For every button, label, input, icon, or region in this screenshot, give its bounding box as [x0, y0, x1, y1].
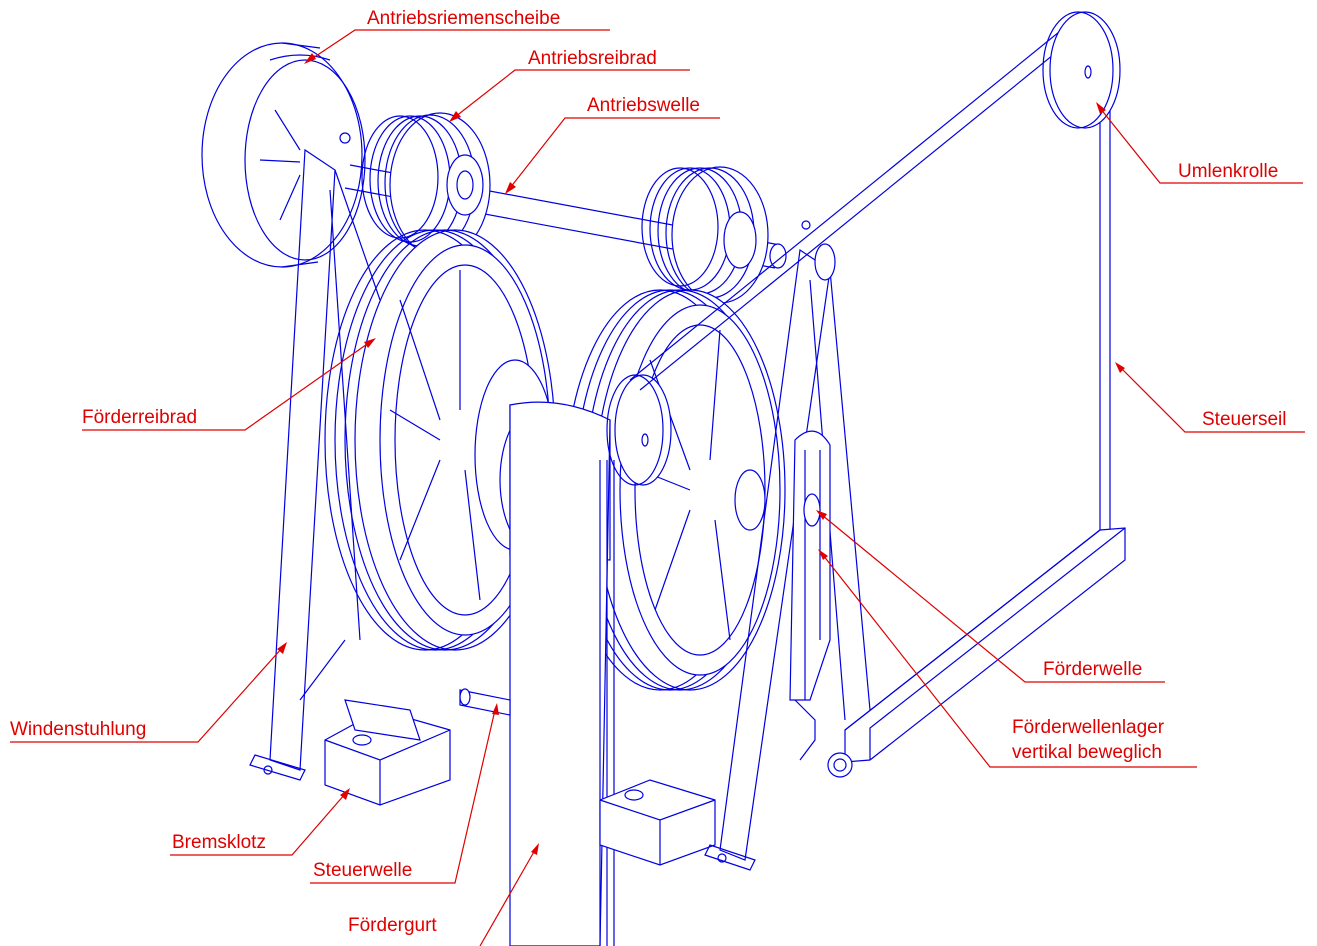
brake-block-left — [324, 699, 451, 806]
label-steuerwelle: Steuerwelle — [313, 860, 412, 881]
label-steuerseil: Steuerseil — [1202, 409, 1287, 430]
callout-steuerseil: Steuerseil — [1115, 362, 1305, 433]
label-foerderwellenlager-line1: Förderwellenlager — [1012, 717, 1165, 738]
label-foerderwellenlager-line2: vertikal beweglich — [1012, 742, 1162, 763]
idler-roller-mid — [606, 374, 672, 486]
label-windenstuhlung: Windenstuhlung — [10, 719, 146, 740]
label-antriebswelle: Antriebswelle — [587, 95, 700, 116]
drive-friction-wheel-left — [361, 112, 491, 258]
movable-bearing — [789, 430, 831, 761]
callouts: Antriebsriemenscheibe Antriebsreibrad An… — [10, 8, 1305, 946]
callout-umlenkrolle: Umlenkrolle — [1096, 102, 1303, 184]
control-rope — [629, 14, 1126, 778]
deflection-pulley — [1042, 11, 1121, 129]
label-antriebsriemenscheibe: Antriebsriemenscheibe — [367, 8, 560, 29]
callout-antriebsreibrad: Antriebsreibrad — [449, 48, 690, 122]
callout-foerdergurt: Fördergurt — [348, 843, 539, 946]
callout-antriebswelle: Antriebswelle — [505, 95, 720, 194]
right-frame — [704, 220, 871, 871]
label-foerderwelle: Förderwelle — [1043, 659, 1142, 680]
conveyor-belt — [509, 401, 615, 946]
callout-foerderreibrad: Förderreibrad — [82, 338, 376, 431]
label-antriebsreibrad: Antriebsreibrad — [528, 48, 657, 69]
drive-friction-wheel-right — [641, 166, 769, 304]
callout-steuerwelle: Steuerwelle — [310, 703, 499, 884]
control-shaft — [459, 688, 511, 716]
callout-foerderwellenlager: Förderwellenlager vertikal beweglich — [818, 549, 1197, 768]
callout-foerderwelle: Förderwelle — [816, 510, 1165, 683]
label-bremsklotz: Bremsklotz — [172, 832, 266, 853]
callout-windenstuhlung: Windenstuhlung — [10, 642, 287, 743]
label-umlenkrolle: Umlenkrolle — [1178, 161, 1278, 182]
brake-block-right — [599, 779, 716, 866]
label-foerdergurt: Fördergurt — [348, 915, 437, 936]
drive-belt-pulley — [201, 42, 366, 268]
machine-drawing — [201, 11, 1126, 946]
callout-antriebsriemenscheibe: Antriebsriemenscheibe — [304, 8, 610, 64]
callout-bremsklotz: Bremsklotz — [170, 788, 350, 856]
label-foerderreibrad: Förderreibrad — [82, 407, 197, 428]
